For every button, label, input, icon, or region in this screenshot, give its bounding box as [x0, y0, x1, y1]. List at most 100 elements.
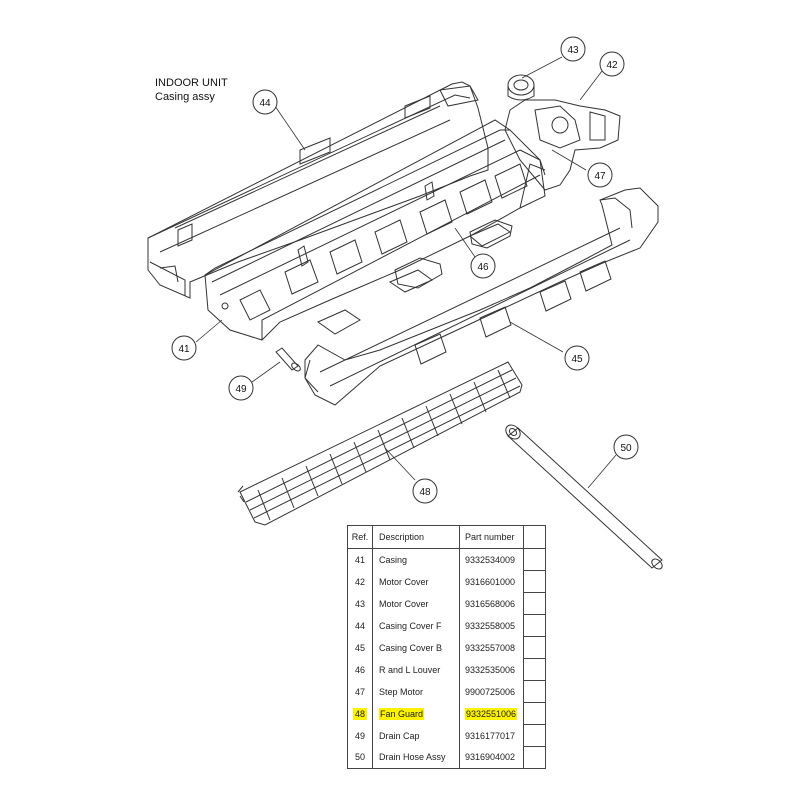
callout-49	[228, 375, 254, 401]
cell-part-number: 9332534009	[459, 548, 524, 571]
part-46-louver	[394, 219, 513, 289]
callout-label: 41	[178, 344, 190, 355]
table-row: 43 Motor Cover 9316568006	[347, 592, 546, 615]
cell-ref-text: 46	[354, 664, 365, 675]
callout-label: 42	[606, 60, 618, 71]
cell-ref-text: 49	[354, 730, 365, 741]
cell-ref: 48	[347, 702, 373, 725]
cell-description: Fan Guard	[372, 702, 460, 725]
cell-description: Drain Hose Assy	[372, 746, 460, 769]
cell-part-number-text: 9332558005	[465, 620, 516, 631]
cell-ref: 46	[347, 658, 373, 681]
cell-part-number: 9332557008	[459, 636, 524, 659]
cell-ref: 44	[347, 614, 373, 637]
cell-part-number-text: 9332551006	[465, 707, 518, 720]
part-45-casing-cover-b	[304, 187, 659, 406]
callout-label: 43	[567, 45, 579, 56]
part-43-motor-cover-ring	[507, 74, 535, 101]
callout-47	[587, 162, 613, 188]
cell-ref-text: 45	[354, 642, 365, 653]
part-44-casing-cover-f	[147, 81, 489, 299]
cell-extra	[523, 592, 546, 615]
table-row: 44 Casing Cover F 9332558005	[347, 614, 546, 637]
cell-part-number-text: 9332535006	[465, 664, 516, 675]
cell-ref: 50	[347, 746, 373, 769]
cell-part-number-text: 9316568006	[465, 598, 516, 609]
table-row: 45 Casing Cover B 9332557008	[347, 636, 546, 659]
cell-part-number-text: 9316904002	[465, 752, 516, 763]
cell-ref: 47	[347, 680, 373, 703]
cell-ref: 45	[347, 636, 373, 659]
table-row: 49 Drain Cap 9316177017	[347, 724, 546, 747]
part-48-fan-guard	[237, 361, 523, 526]
table-row: 47 Step Motor 9900725006	[347, 680, 546, 703]
cell-description: Casing Cover B	[372, 636, 460, 659]
table-row: 41 Casing 9332534009	[347, 548, 546, 571]
callout-label: 49	[235, 384, 247, 395]
callout-46	[470, 253, 496, 279]
cell-description-text: Step Motor	[379, 686, 424, 697]
header-extra	[523, 525, 546, 549]
cell-description: R and L Louver	[372, 658, 460, 681]
callout-label: 46	[477, 262, 489, 273]
cell-part-number-text: 9332534009	[465, 554, 516, 565]
cell-part-number: 9332551006	[459, 702, 524, 725]
cell-ref-text: 50	[354, 752, 365, 763]
cell-extra	[523, 724, 546, 747]
table-header-row: Ref. Description Part number	[347, 525, 546, 549]
callout-label: 48	[419, 487, 431, 498]
cell-ref-text: 41	[354, 554, 365, 565]
cell-part-number-text: 9316177017	[465, 730, 516, 741]
cell-description: Step Motor	[372, 680, 460, 703]
cell-ref: 49	[347, 724, 373, 747]
cell-part-number: 9316177017	[459, 724, 524, 747]
part-42-motor-cover	[504, 99, 621, 191]
cell-part-number: 9900725006	[459, 680, 524, 703]
cell-part-number-text: 9900725006	[465, 686, 516, 697]
table-row: 42 Motor Cover 9316601000	[347, 570, 546, 593]
cell-description-text: Casing	[379, 554, 408, 565]
callout-label: 47	[594, 171, 606, 182]
cell-description-text: R and L Louver	[379, 664, 441, 675]
callout-labels: 43 42 44 47 46 41 45 49 50 48	[178, 45, 632, 498]
parts-table: Ref. Description Part number 41 Casing 933…	[347, 525, 546, 769]
callout-label: 45	[571, 354, 583, 365]
cell-extra	[523, 636, 546, 659]
callout-48	[412, 478, 438, 504]
header-part-number: Part number	[459, 525, 524, 549]
cell-ref-text: 44	[354, 620, 365, 631]
header-ref: Ref.	[347, 525, 373, 549]
part-41-casing	[204, 119, 546, 341]
cell-extra	[523, 614, 546, 637]
cell-description: Motor Cover	[372, 592, 460, 615]
diagram-title: INDOOR UNIT	[155, 77, 228, 89]
cell-extra	[523, 746, 546, 769]
cell-description-text: Casing Cover F	[379, 620, 442, 631]
cell-part-number: 9332558005	[459, 614, 524, 637]
cell-ref-text: 42	[354, 576, 365, 587]
cell-ref: 41	[347, 548, 373, 571]
header-description: Description	[372, 525, 460, 549]
cell-description-text: Drain Cap	[379, 730, 420, 741]
cell-ref: 42	[347, 570, 373, 593]
cell-description-text: Casing Cover B	[379, 642, 443, 653]
callout-circles	[171, 36, 639, 504]
part-49-drain-cap	[275, 347, 301, 372]
cell-description-text: Fan Guard	[379, 707, 425, 720]
table-row: 50 Drain Hose Assy 9316904002	[347, 746, 546, 769]
cell-description-text: Drain Hose Assy	[379, 752, 446, 763]
cell-extra	[523, 570, 546, 593]
diagram-subtitle: Casing assy	[155, 91, 215, 103]
cell-ref-text: 48	[352, 707, 367, 720]
cell-part-number: 9332535006	[459, 658, 524, 681]
callout-42	[599, 51, 625, 77]
cell-description: Casing Cover F	[372, 614, 460, 637]
cell-extra	[523, 548, 546, 571]
cell-ref-text: 43	[354, 598, 365, 609]
cell-description-text: Motor Cover	[379, 576, 429, 587]
cell-part-number-text: 9316601000	[465, 576, 516, 587]
cell-description: Motor Cover	[372, 570, 460, 593]
